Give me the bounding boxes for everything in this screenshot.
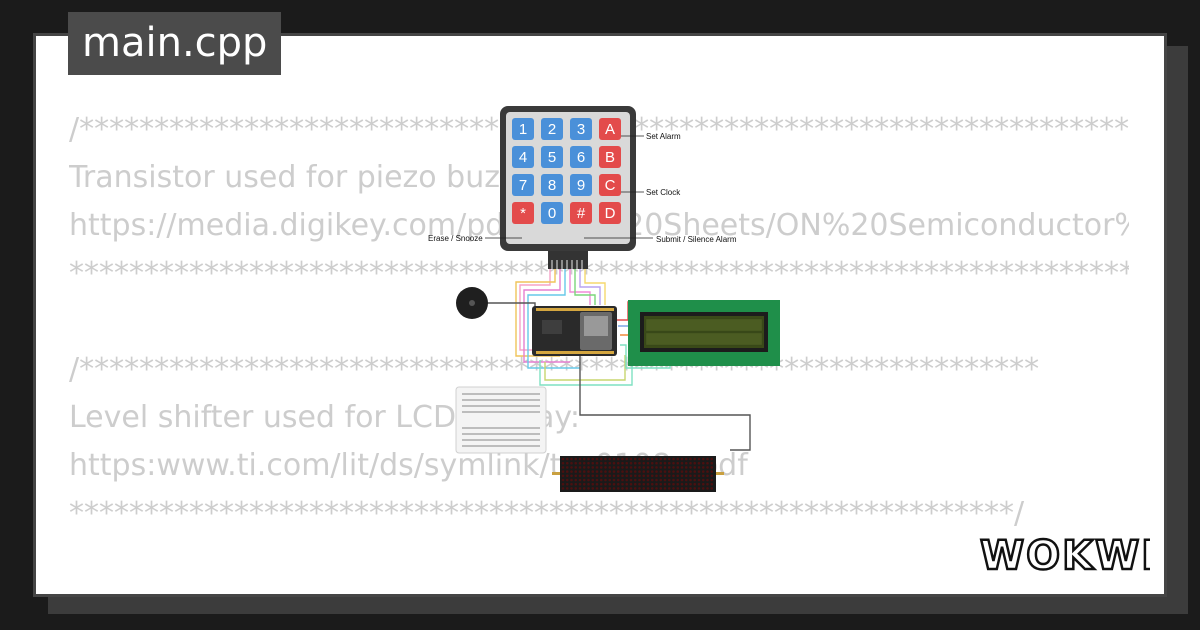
keypad-key-label: 7 <box>519 177 527 194</box>
keypad-key[interactable] <box>570 118 592 140</box>
code-line: ****************************************… <box>69 496 1025 531</box>
code-line: /***************************************… <box>69 352 1040 387</box>
keypad-key-label: * <box>520 205 526 222</box>
keypad-key[interactable] <box>599 118 621 140</box>
keypad-key-label: A <box>605 121 615 138</box>
led-matrix[interactable] <box>552 456 724 492</box>
keypad-key[interactable] <box>570 202 592 224</box>
keypad-key[interactable] <box>541 118 563 140</box>
keypad-key[interactable] <box>512 146 534 168</box>
keypad-key[interactable] <box>599 174 621 196</box>
keypad-key[interactable] <box>541 202 563 224</box>
keypad-key[interactable] <box>512 118 534 140</box>
code-line: Transistor used for piezo buzzer: <box>69 160 557 195</box>
keypad-key[interactable] <box>570 174 592 196</box>
breadboard[interactable] <box>455 386 547 454</box>
logo-text: WOKWI <box>980 533 1150 578</box>
keypad-key-label: 3 <box>577 121 585 138</box>
keypad-key[interactable] <box>570 146 592 168</box>
code-view[interactable]: /***************************************… <box>69 106 1129 594</box>
label-set-alarm: Set Alarm <box>646 132 681 141</box>
keypad-key[interactable] <box>599 146 621 168</box>
keypad-key-label: 8 <box>548 177 556 194</box>
keypad-key-label: 0 <box>548 205 556 222</box>
keypad-key[interactable] <box>541 174 563 196</box>
label-erase-snooze: Erase / Snooze <box>428 234 483 243</box>
keypad-key-label: 1 <box>519 121 527 138</box>
keypad-key[interactable] <box>599 202 621 224</box>
code-line: ****************************************… <box>69 256 1129 291</box>
keypad-key[interactable] <box>512 174 534 196</box>
keypad-key-label: 4 <box>519 149 527 166</box>
wokwi-logo: WOKWI <box>979 532 1150 578</box>
keypad-key-label: 6 <box>577 149 585 166</box>
piezo-buzzer[interactable] <box>456 287 488 319</box>
keypad-key[interactable] <box>541 146 563 168</box>
code-line: /**************************** <box>69 586 1129 594</box>
file-tab-main-cpp[interactable]: main.cpp <box>68 12 282 75</box>
keypad-key-label: C <box>605 177 616 194</box>
esp32-board[interactable] <box>532 306 617 356</box>
keypad-key-label: 9 <box>577 177 585 194</box>
keypad-key-label: # <box>577 205 586 222</box>
circuit-diagram: 1 2 3 A 4 5 6 B 7 8 9 C * 0 # D Set Alarm Set Clock Era… <box>428 106 780 492</box>
keypad[interactable]: 1 2 3 A 4 5 6 B 7 8 9 C * 0 # D <box>500 106 636 270</box>
keypad-key-label: B <box>605 149 615 166</box>
label-submit-silence: Submit / Silence Alarm <box>656 235 737 244</box>
code-line <box>69 538 1129 586</box>
keypad-key-label: 5 <box>548 149 556 166</box>
keypad-key-label: D <box>605 205 616 222</box>
lcd-display[interactable] <box>628 300 780 366</box>
keypad-annotations: Set Alarm Set Clock Erase / Snooze Submi… <box>428 132 737 244</box>
keypad-key-label: 2 <box>548 121 556 138</box>
label-set-clock: Set Clock <box>646 188 681 197</box>
keypad-key[interactable] <box>512 202 534 224</box>
